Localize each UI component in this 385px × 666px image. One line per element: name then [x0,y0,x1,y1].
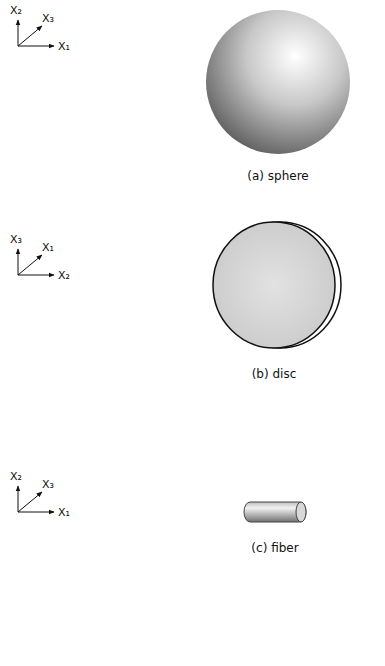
axis-label: X₁ [58,507,70,518]
axis-label: X₂ [58,270,70,281]
axis-label: X₁ [42,242,54,253]
fiber [244,502,306,522]
disc [213,222,341,348]
caption: (b) disc [252,368,297,380]
axis-label: X₂ [10,5,22,16]
caption: (c) fiber [251,542,298,554]
axis-label: X₃ [42,13,54,24]
axis-label: X₂ [10,471,22,482]
axis-label: X₃ [10,234,22,245]
sphere [206,10,350,154]
caption: (a) sphere [247,170,308,182]
axis-label: X₃ [42,479,54,490]
axis-label: X₁ [58,41,70,52]
